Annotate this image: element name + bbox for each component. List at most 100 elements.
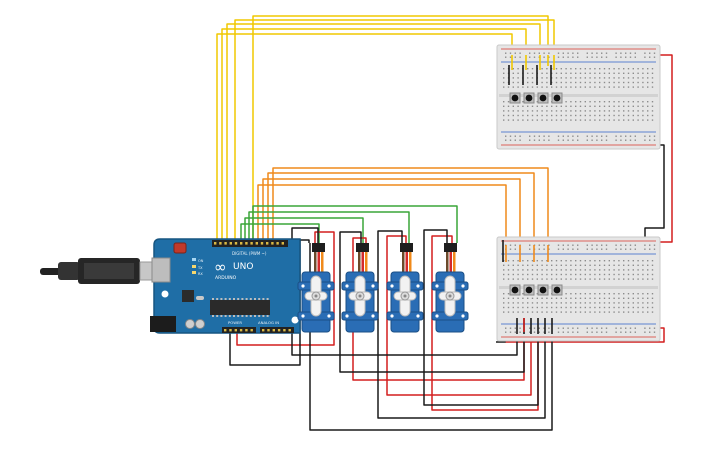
terminal-hole[interactable]	[584, 278, 586, 280]
terminal-hole[interactable]	[584, 260, 586, 262]
terminal-hole[interactable]	[608, 297, 610, 299]
terminal-hole[interactable]	[546, 81, 548, 84]
terminal-hole[interactable]	[579, 77, 582, 79]
terminal-hole[interactable]	[560, 297, 562, 299]
pushbutton[interactable]	[509, 92, 521, 104]
terminal-hole[interactable]	[541, 273, 543, 276]
rail-hole[interactable]	[653, 56, 656, 58]
terminal-hole[interactable]	[647, 302, 649, 304]
terminal-hole[interactable]	[536, 110, 538, 112]
terminal-hole[interactable]	[565, 269, 567, 271]
rail-hole[interactable]	[605, 52, 608, 54]
rail-hole[interactable]	[529, 139, 531, 141]
terminal-hole[interactable]	[555, 110, 558, 112]
terminal-hole[interactable]	[512, 72, 514, 74]
terminal-hole[interactable]	[503, 297, 505, 299]
terminal-hole[interactable]	[579, 72, 582, 74]
rail-hole[interactable]	[596, 331, 598, 333]
terminal-hole[interactable]	[546, 264, 548, 266]
terminal-hole[interactable]	[570, 110, 572, 112]
terminal-hole[interactable]	[613, 273, 615, 276]
terminal-hole[interactable]	[546, 273, 548, 276]
terminal-hole[interactable]	[594, 311, 596, 313]
terminal-hole[interactable]	[507, 264, 510, 266]
black-wire-long[interactable]	[309, 243, 553, 431]
rail-hole[interactable]	[620, 135, 622, 137]
digital-pin[interactable]	[271, 242, 274, 245]
digital-pin[interactable]	[266, 242, 269, 245]
terminal-hole[interactable]	[512, 278, 514, 280]
terminal-hole[interactable]	[584, 101, 586, 103]
terminal-hole[interactable]	[507, 306, 510, 309]
terminal-hole[interactable]	[632, 260, 634, 262]
terminal-hole[interactable]	[536, 119, 538, 121]
pushbutton[interactable]	[537, 284, 549, 296]
terminal-hole[interactable]	[608, 278, 610, 280]
rail-hole[interactable]	[548, 139, 550, 141]
rail-hole[interactable]	[519, 331, 521, 333]
yellow-wire-5[interactable]	[252, 15, 549, 242]
terminal-hole[interactable]	[512, 269, 514, 271]
terminal-hole[interactable]	[603, 278, 606, 280]
terminal-hole[interactable]	[512, 119, 514, 121]
terminal-hole[interactable]	[575, 114, 577, 117]
green-wire-2[interactable]	[244, 217, 364, 243]
terminal-hole[interactable]	[570, 72, 572, 74]
rail-hole[interactable]	[533, 56, 536, 58]
yellow-wire-1[interactable]	[216, 33, 513, 242]
terminal-hole[interactable]	[603, 72, 606, 74]
terminal-hole[interactable]	[555, 273, 558, 276]
terminal-hole[interactable]	[560, 81, 562, 84]
terminal-hole[interactable]	[608, 311, 610, 313]
terminal-hole[interactable]	[507, 297, 510, 299]
terminal-hole[interactable]	[527, 81, 529, 84]
rail-hole[interactable]	[557, 327, 560, 329]
terminal-hole[interactable]	[594, 269, 596, 271]
rail-hole[interactable]	[596, 244, 598, 246]
pushbutton[interactable]	[523, 92, 535, 104]
terminal-hole[interactable]	[642, 273, 644, 276]
terminal-hole[interactable]	[517, 311, 519, 313]
terminal-hole[interactable]	[560, 86, 562, 88]
rail-hole[interactable]	[649, 135, 651, 137]
terminal-hole[interactable]	[623, 86, 625, 88]
terminal-hole[interactable]	[603, 77, 606, 79]
terminal-hole[interactable]	[570, 269, 572, 271]
terminal-hole[interactable]	[613, 260, 615, 262]
terminal-hole[interactable]	[642, 278, 644, 280]
terminal-hole[interactable]	[565, 101, 567, 103]
terminal-hole[interactable]	[589, 302, 591, 304]
terminal-hole[interactable]	[527, 311, 529, 313]
terminal-hole[interactable]	[536, 311, 538, 313]
terminal-hole[interactable]	[599, 101, 601, 103]
terminal-hole[interactable]	[603, 114, 606, 117]
terminal-hole[interactable]	[503, 101, 505, 103]
terminal-hole[interactable]	[560, 105, 562, 107]
terminal-hole[interactable]	[632, 72, 634, 74]
terminal-hole[interactable]	[637, 81, 639, 84]
rail-hole[interactable]	[514, 327, 516, 329]
terminal-hole[interactable]	[565, 306, 567, 309]
terminal-hole[interactable]	[623, 306, 625, 309]
rail-hole[interactable]	[533, 135, 536, 137]
terminal-hole[interactable]	[517, 77, 519, 79]
terminal-hole[interactable]	[531, 264, 534, 266]
rail-hole[interactable]	[625, 331, 627, 333]
rail-hole[interactable]	[625, 52, 627, 54]
terminal-hole[interactable]	[623, 105, 625, 107]
terminal-hole[interactable]	[613, 81, 615, 84]
terminal-hole[interactable]	[599, 68, 601, 70]
rail-hole[interactable]	[644, 248, 646, 250]
terminal-hole[interactable]	[522, 273, 524, 276]
rail-hole[interactable]	[543, 331, 545, 333]
terminal-hole[interactable]	[651, 302, 654, 304]
rail-hole[interactable]	[514, 248, 516, 250]
terminal-hole[interactable]	[575, 297, 577, 299]
rail-hole[interactable]	[519, 327, 521, 329]
terminal-hole[interactable]	[517, 119, 519, 121]
terminal-hole[interactable]	[527, 302, 529, 304]
terminal-hole[interactable]	[613, 278, 615, 280]
rail-hole[interactable]	[620, 139, 622, 141]
